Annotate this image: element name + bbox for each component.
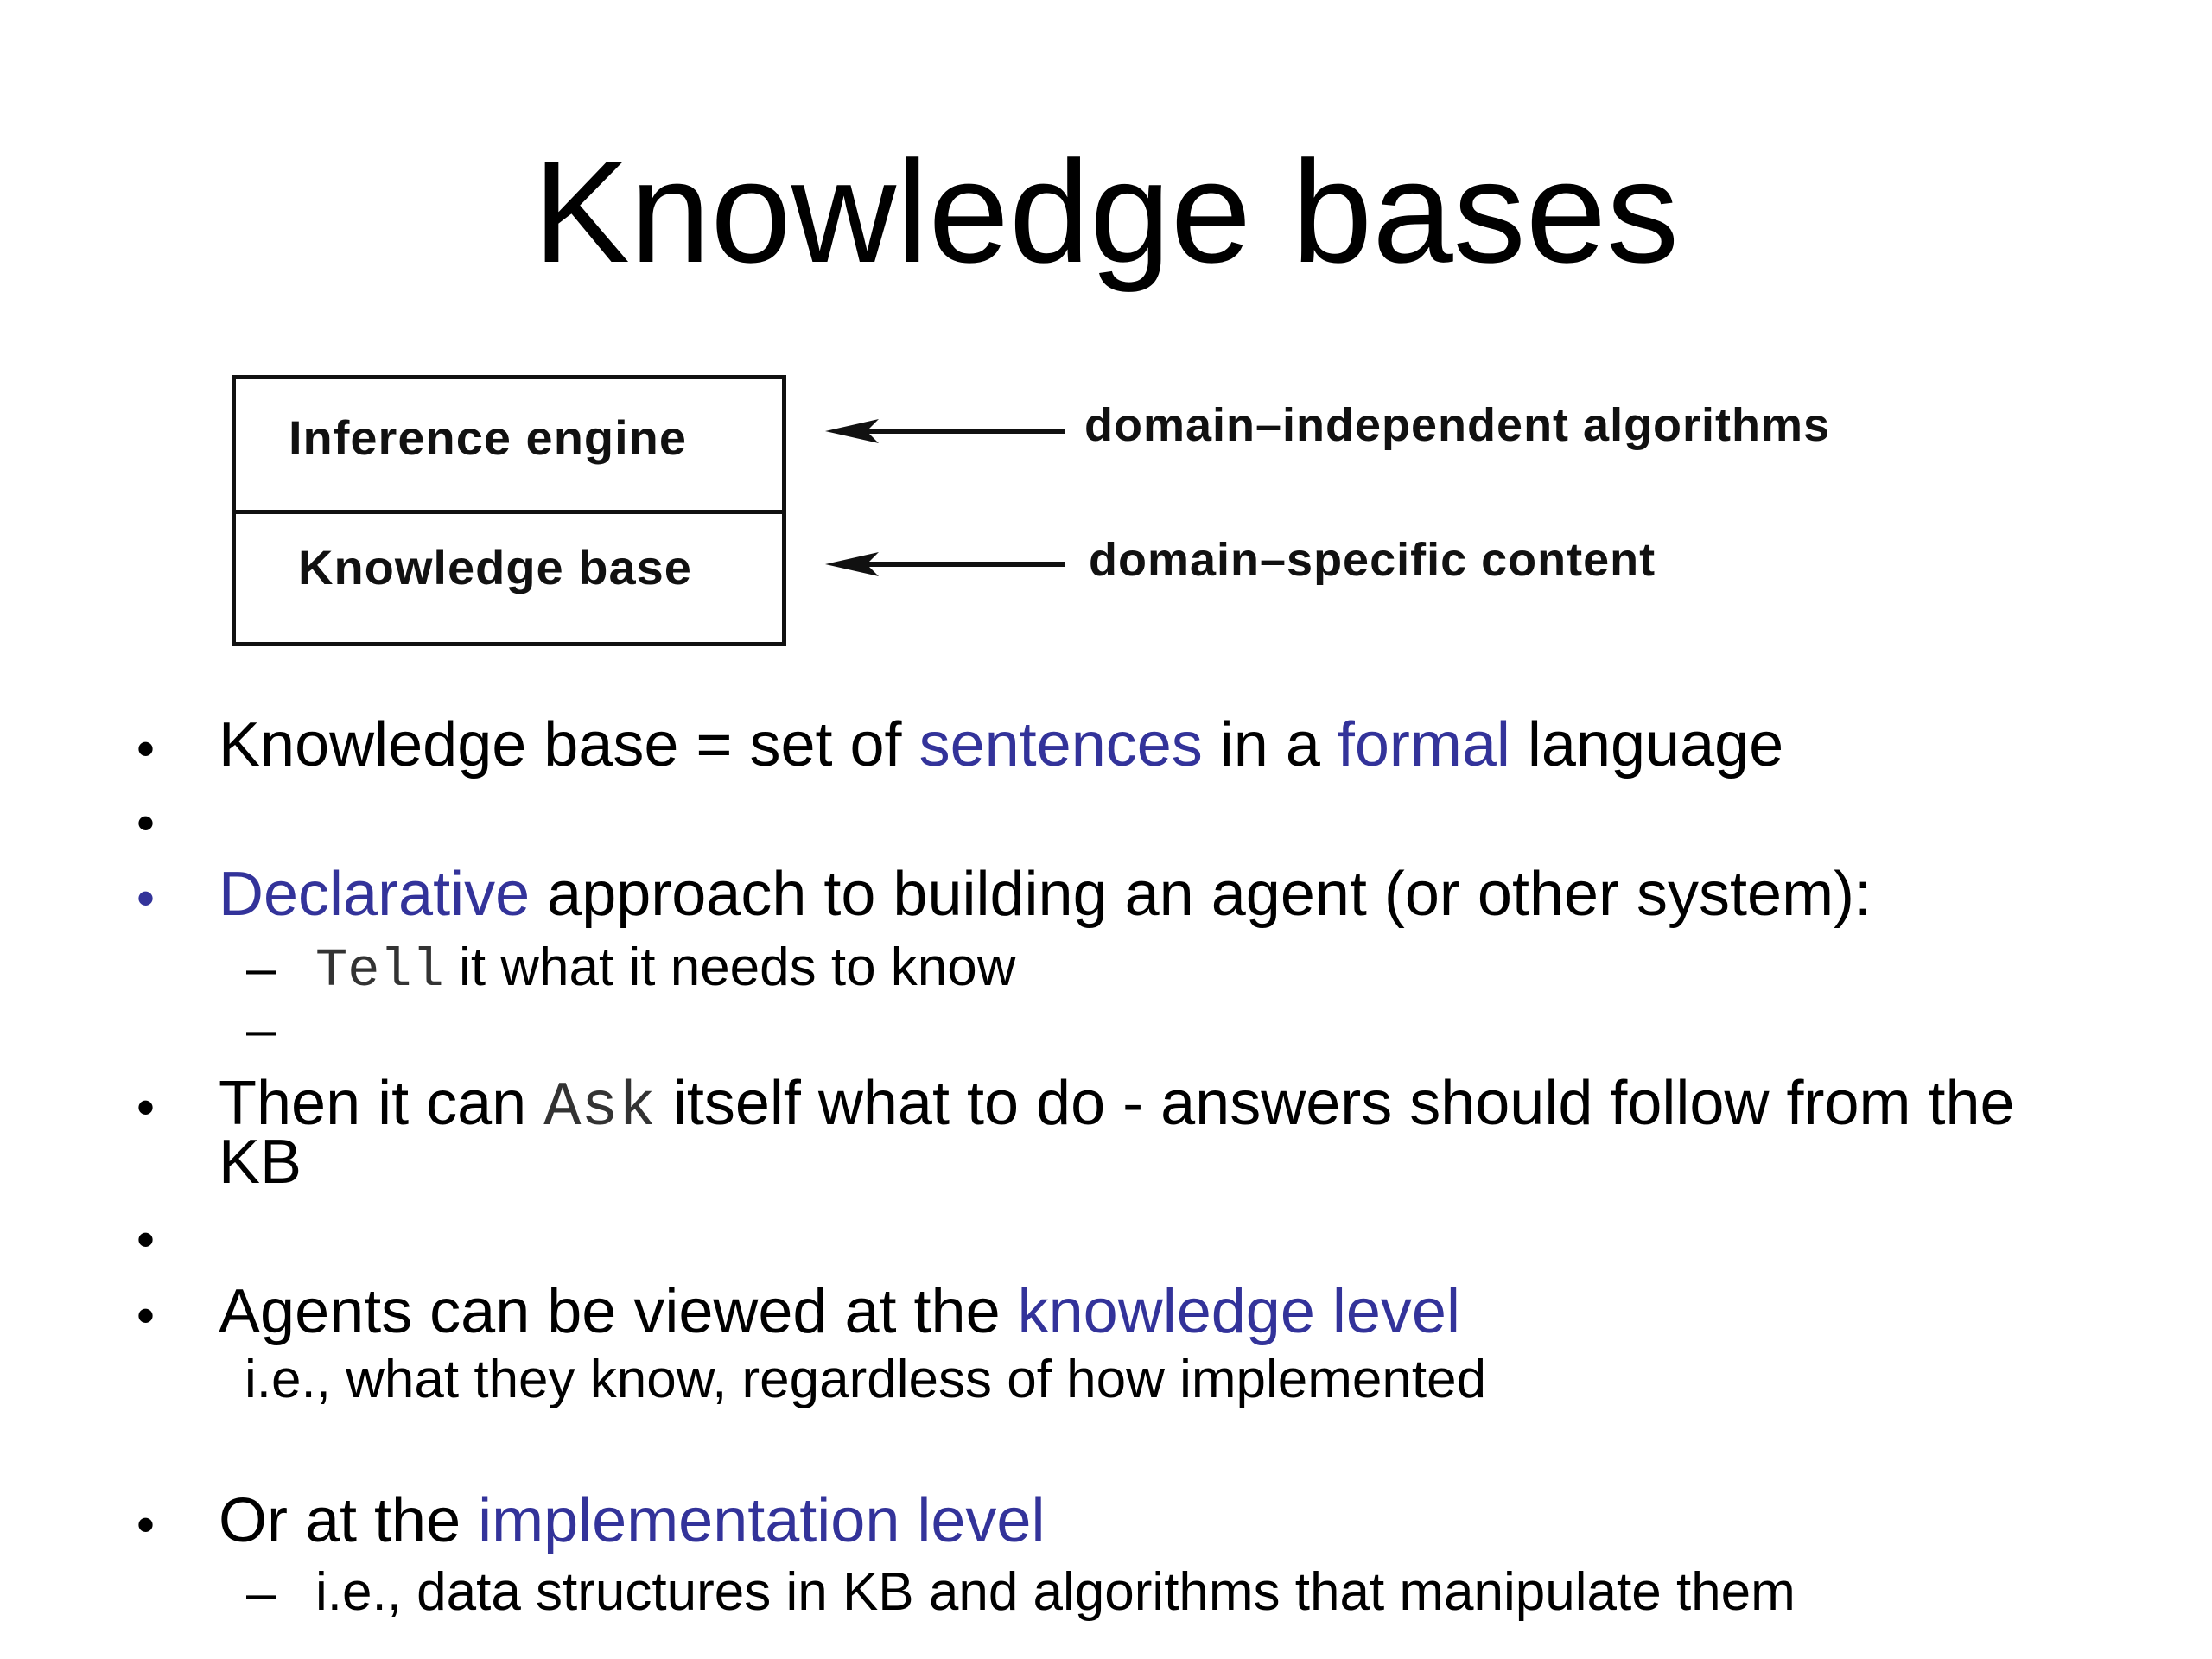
highlight-implementation-level: implementation level [478,1486,1046,1555]
code-tell: Tell [315,940,444,1001]
text-run: Knowledge base = set of [219,710,919,779]
bullet-text-continuation: KB [219,1128,302,1197]
bullet-marker: • [137,720,156,778]
bullet-declarative: • Declarative approach to building an ag… [0,860,2212,929]
bullet-kb-definition: • Knowledge base = set of sentences in a… [0,710,2212,779]
bullet-text: Agents can be viewed at the knowledge le… [219,1281,1460,1343]
bullet-marker: • [137,1287,156,1344]
bullet-marker: • [137,1496,156,1554]
domain-independent-label: domain–independent algorithms [1084,399,1831,451]
left-arrow-icon [825,552,1065,576]
bullet-empty: • [0,788,346,852]
domain-specific-label: domain–specific content [1089,534,1656,586]
highlight-declarative: Declarative [219,860,531,929]
bullet-text: Declarative approach to building an agen… [219,863,1872,925]
text-run: itself what to do - answers should follo… [655,1069,2015,1138]
bullet-text: Or at the implementation level [219,1490,1045,1552]
bullet-marker: • [137,869,156,927]
slide-title: Knowledge bases [532,130,1680,293]
text-run: Then it can [219,1069,544,1138]
sub-bullet-data-structures: – i.e., data structures in KB and algori… [0,1562,2212,1623]
kb-architecture-diagram: Inference engine Knowledge base domain–i… [0,0,2212,674]
bullet-marker: • [137,794,156,852]
bullet-empty: • [0,1205,346,1268]
left-arrow-icon [825,419,1065,443]
code-ask: Ask [543,1072,656,1143]
sub-bullet-empty: – [0,1000,346,1059]
bullet-implementation-level: • Or at the implementation level [0,1486,2212,1555]
text-run: approach to building an agent (or other … [530,860,1872,929]
dash-marker: – [246,938,276,998]
bullet-knowledge-level: • Agents can be viewed at the knowledge … [0,1277,2212,1415]
text-run: in a [1202,710,1338,779]
text-run: language [1510,710,1784,779]
dash-marker: – [246,1000,276,1059]
dash-marker: – [246,1563,276,1623]
bullet-ask: • Then it can Ask itself what to do - an… [0,1069,2212,1198]
knowledge-base-label: Knowledge base [298,540,692,594]
bullet-marker: • [137,1211,156,1268]
highlight-knowledge-level: knowledge level [1017,1277,1460,1346]
agent-box: Inference engine Knowledge base [232,375,786,646]
sub-bullet-text: Tell it what it needs to know [315,939,1016,1000]
highlight-formal: formal [1337,710,1510,779]
inference-engine-label: Inference engine [289,410,688,465]
bullet-text: Then it can Ask itself what to do - answ… [219,1072,2015,1139]
sub-bullet-text: i.e., data structures in KB and algorith… [315,1562,1796,1622]
sub-bullet-tell: – Tell it what it needs to know [0,938,2212,1000]
bullet-text: Knowledge base = set of sentences in a f… [219,714,1783,776]
highlight-sentences: sentences [918,710,1203,779]
bullet-marker: • [137,1078,156,1136]
text-run: Agents can be viewed at the [219,1277,1018,1346]
box-divider [236,510,782,514]
text-run: Or at the [219,1486,479,1555]
text-run: it what it needs to know [443,938,1016,997]
bullet-text-continuation: i.e., what they know, regardless of how … [245,1350,1487,1409]
